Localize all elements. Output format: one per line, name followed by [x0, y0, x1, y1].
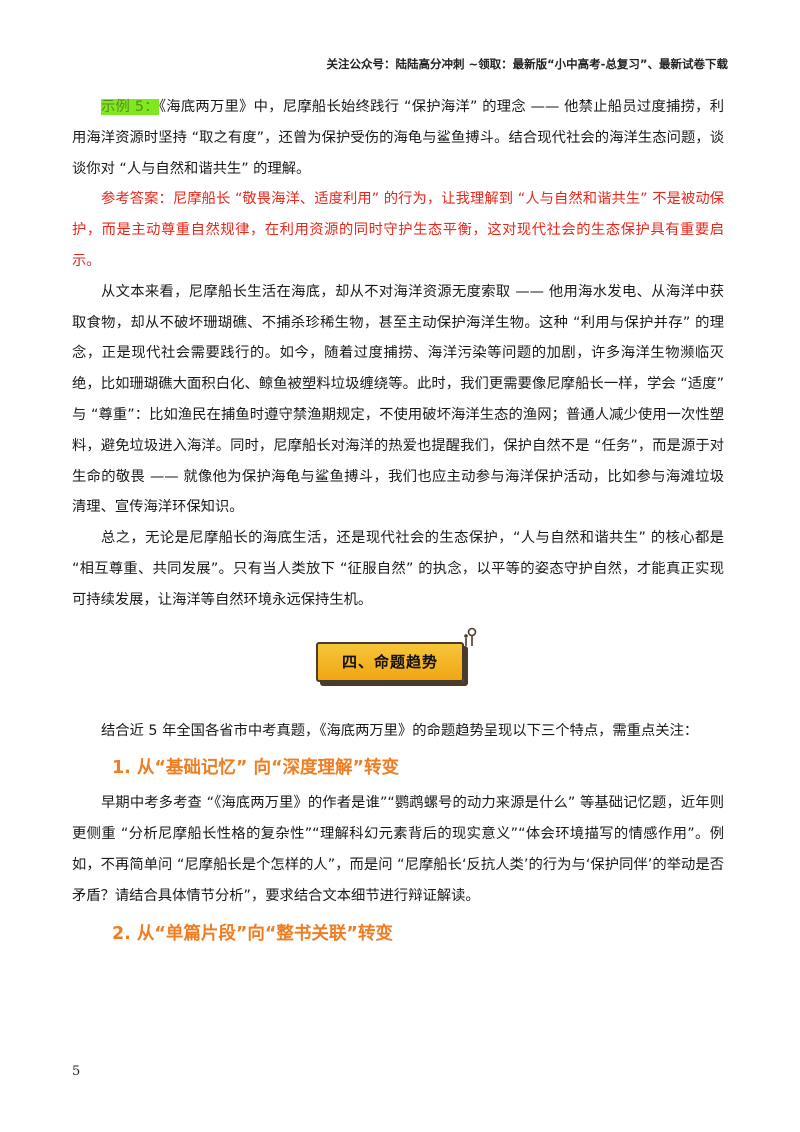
section-title: 四、命题趋势	[341, 653, 438, 672]
section-banner: 四、命题趋势	[298, 626, 498, 686]
body-paragraph: 从文本来看，尼摩船长生活在海底，却从不对海洋资源无度索取 —— 他用海水发电、从…	[72, 283, 724, 516]
trend-heading-1: 1. 从“基础记忆” 向“深度理解”转变	[112, 758, 400, 779]
question-text: 《海底两万里》中，尼摩船长始终践行 “保护海洋” 的理念 —— 他禁止船员过度捕…	[72, 99, 724, 177]
page-header: 关注公众号：陆陆高分冲刺 ~领取：最新版“小中高考-总复习”、最新试卷下载	[326, 57, 728, 71]
document-body: 示例 5：《海底两万里》中，尼摩船长始终践行 “保护海洋” 的理念 —— 他禁止…	[72, 92, 724, 954]
question-paragraph: 示例 5：《海底两万里》中，尼摩船长始终践行 “保护海洋” 的理念 —— 他禁止…	[72, 92, 724, 184]
example-label: 示例 5：	[101, 99, 159, 115]
page-number: 5	[72, 1064, 81, 1079]
reference-answer: 参考答案：尼摩船长 “敬畏海洋、适度利用” 的行为，让我理解到 “人与自然和谐共…	[72, 191, 724, 269]
trend-text-1: 早期中考多考查 “《海底两万里》的作者是谁”“鹦鹉螺号的动力来源是什么” 等基础…	[72, 795, 724, 904]
decoration-icon	[464, 627, 477, 646]
section-title-box: 四、命题趋势	[316, 641, 464, 682]
summary-paragraph: 总之，无论是尼摩船长的海底生活，还是现代社会的生态保护，“人与自然和谐共生” 的…	[72, 530, 724, 608]
trend-heading-2: 2. 从“单篇片段”向“整书关联”转变	[112, 923, 393, 944]
trend-intro: 结合近 5 年全国各省市中考真题，《海底两万里》的命题趋势呈现以下三个特点，需重…	[101, 722, 699, 739]
